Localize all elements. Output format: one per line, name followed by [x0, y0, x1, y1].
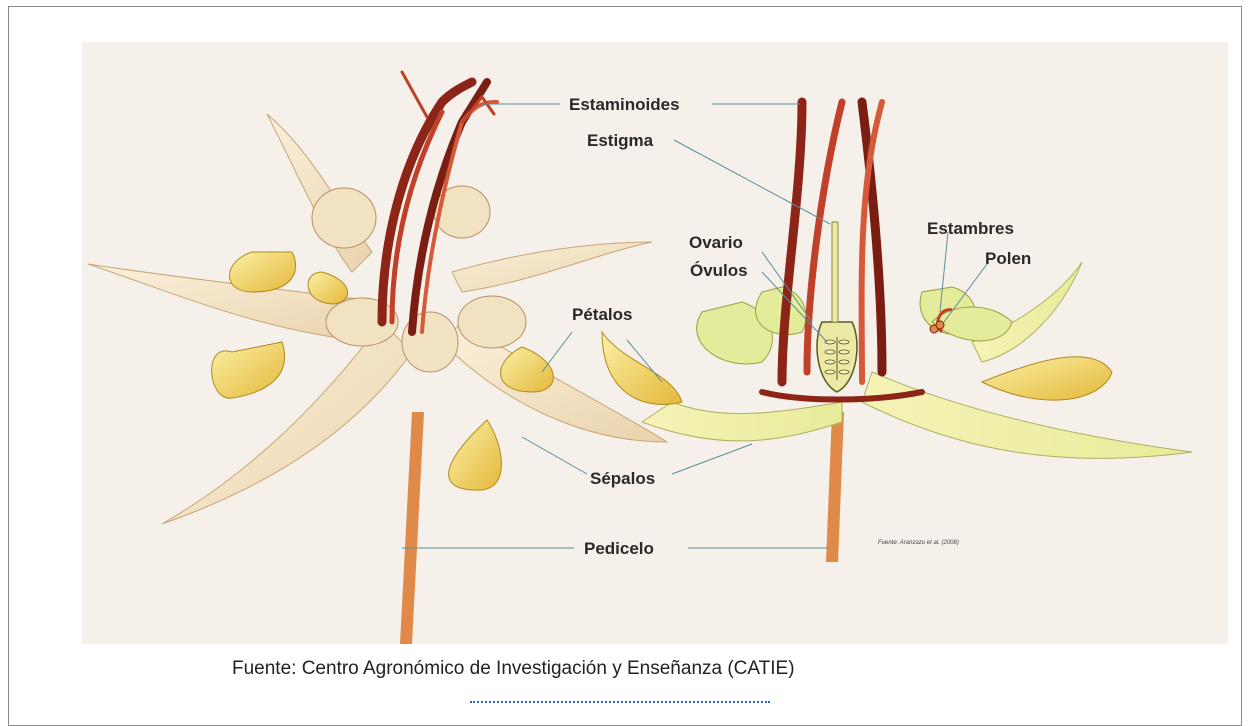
label-ovulos: Óvulos — [690, 261, 748, 280]
whole-flower — [88, 72, 667, 644]
right-pedicel — [826, 412, 844, 562]
cacao-flower-diagram: Estaminoides Estigma Ovario Óvulos Estam… — [82, 42, 1228, 644]
label-petalos: Pétalos — [572, 305, 632, 324]
label-sepalos: Sépalos — [590, 469, 655, 488]
ovary — [817, 222, 857, 392]
cross-section-flower — [602, 102, 1192, 562]
label-ovario: Ovario — [689, 233, 743, 252]
label-estaminoides: Estaminoides — [569, 95, 680, 114]
label-estambres: Estambres — [927, 219, 1014, 238]
label-pedicelo: Pedicelo — [584, 539, 654, 558]
label-estigma: Estigma — [587, 131, 654, 150]
label-polen: Polen — [985, 249, 1031, 268]
cut-off-link[interactable] — [470, 694, 770, 708]
diagram-canvas: Estaminoides Estigma Ovario Óvulos Estam… — [82, 42, 1228, 644]
pollen-sac — [936, 321, 944, 329]
figure-caption: Fuente: Centro Agronómico de Investigaci… — [232, 658, 795, 680]
figure-source: Fuente: Aranzazu et al. (2008) — [878, 540, 959, 546]
left-pedicel — [400, 412, 424, 644]
style-stigma — [832, 222, 838, 322]
